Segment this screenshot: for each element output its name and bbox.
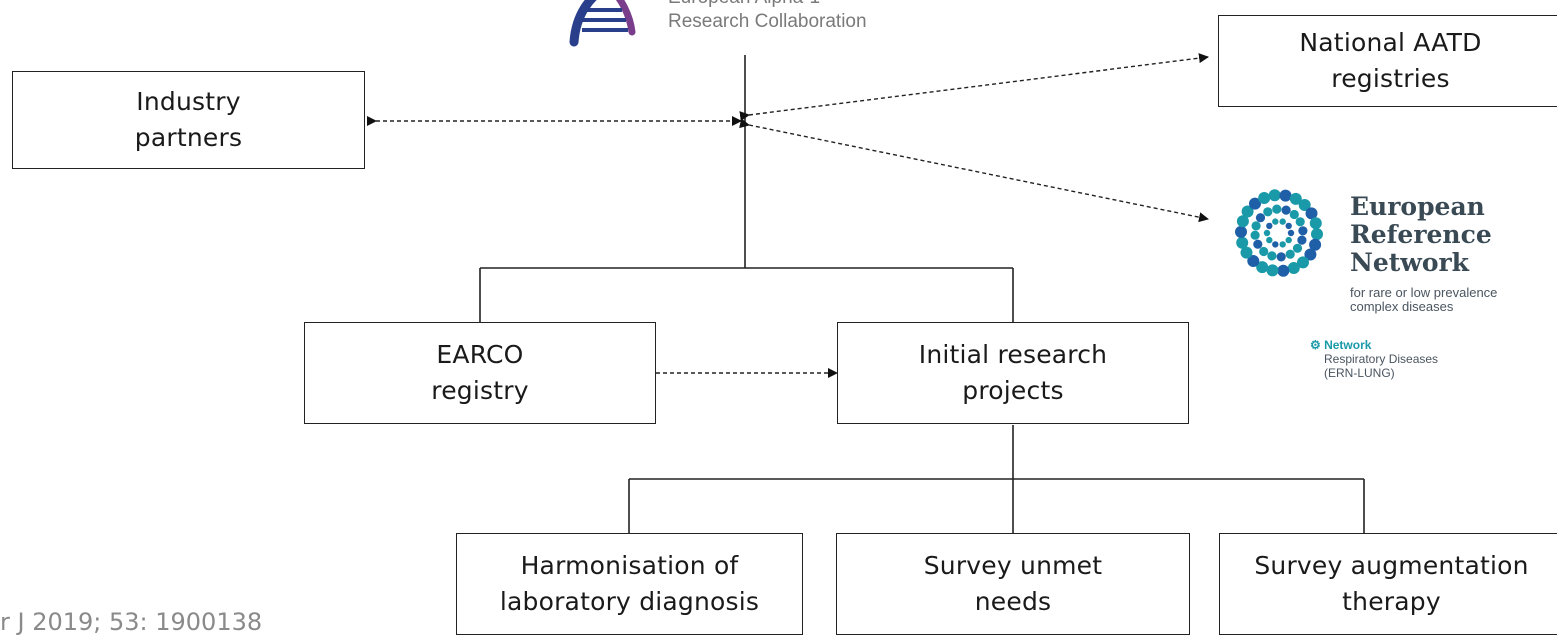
- ern-logo-dot: [1279, 189, 1292, 202]
- ern-logo-dot: [1285, 236, 1292, 244]
- survey-unmet-box: Survey unmet needs: [836, 533, 1190, 635]
- ern-network-name: Respiratory Diseases: [1324, 352, 1439, 366]
- ern-logo-dot: [1266, 264, 1279, 277]
- ern-subtitle-line2: complex diseases: [1350, 299, 1454, 314]
- ern-logo-dot: [1250, 230, 1260, 240]
- earco-logo-line1: European Alpha-1: [668, 0, 820, 9]
- ern-network-abbr: (ERN-LUNG): [1324, 366, 1395, 380]
- ern-logo-dot: [1279, 218, 1286, 225]
- ern-logo-dot: [1289, 192, 1302, 205]
- ern-network-label: ⚙ Network Respiratory Diseases (ERN-LUNG…: [1310, 338, 1438, 380]
- ern-logo-dot: [1285, 222, 1292, 230]
- ern-logo-dot: [1287, 262, 1300, 274]
- ern-title-line2: Reference: [1350, 220, 1492, 249]
- survey-augmentation-line1: Survey augmentation: [1254, 551, 1529, 580]
- ern-logo-dot: [1298, 226, 1308, 236]
- ern-logo-dot: [1272, 218, 1279, 225]
- earco-logo-icon: [569, 0, 636, 47]
- ern-logo-dot: [1251, 221, 1261, 231]
- industry-partners-line2: partners: [134, 123, 243, 152]
- ern-network-word: Network: [1324, 338, 1372, 352]
- initial-research-line1: Initial research: [918, 340, 1108, 369]
- ern-logo-dot: [1297, 256, 1309, 269]
- ern-logo-dot: [1298, 199, 1311, 211]
- ern-logo-dot: [1279, 241, 1286, 248]
- ern-logo-dot: [1289, 209, 1299, 220]
- harmonisation-box: Harmonisation of laboratory diagnosis: [456, 533, 803, 635]
- survey-unmet-line1: Survey unmet: [923, 551, 1103, 580]
- ern-logo-dot: [1247, 255, 1260, 267]
- survey-unmet-line2: needs: [974, 587, 1052, 616]
- initial-research-line2: projects: [962, 376, 1064, 405]
- industry-partners-line1: Industry: [136, 87, 241, 116]
- ern-logo-dot: [1236, 215, 1249, 228]
- ern-logo-dot: [1241, 205, 1254, 218]
- earco-registry-box: EARCO registry: [304, 322, 656, 424]
- ern-logo-dot: [1259, 246, 1269, 257]
- ern-logo-dot: [1295, 217, 1305, 227]
- ern-logo-dot: [1311, 228, 1323, 241]
- ern-logo-dot: [1297, 235, 1307, 245]
- ern-network-icon: ⚙: [1310, 338, 1325, 352]
- ern-logo-dot: [1263, 229, 1271, 237]
- ern-logo-dot: [1272, 204, 1282, 214]
- ern-logo-dot: [1309, 238, 1322, 251]
- ern-logo-dot: [1249, 197, 1261, 210]
- ern-logo-dot: [1305, 207, 1318, 220]
- ern-logo-dot: [1272, 241, 1279, 248]
- survey-augmentation-box: Survey augmentation therapy: [1219, 533, 1557, 635]
- ern-subtitle: for rare or low prevalence complex disea…: [1350, 286, 1497, 314]
- ern-logo-dot: [1304, 248, 1317, 261]
- arrow-ern: [739, 118, 1209, 223]
- ern-logo-icon: [1235, 189, 1323, 277]
- ern-logo-dot: [1267, 251, 1277, 261]
- citation: r J 2019; 53: 1900138: [0, 608, 263, 636]
- survey-augmentation-line2: therapy: [1342, 587, 1441, 616]
- ern-logo-dot: [1253, 239, 1263, 249]
- ern-title-line3: Network: [1350, 248, 1469, 277]
- ern-logo-dot: [1236, 236, 1249, 249]
- ern-logo-dot: [1281, 205, 1291, 215]
- ern-logo-dot: [1256, 261, 1269, 274]
- ern-logo-dot: [1235, 225, 1247, 238]
- harmonisation-line2: laboratory diagnosis: [499, 587, 760, 616]
- ern-logo-dot: [1277, 264, 1290, 277]
- ern-logo-dot: [1263, 207, 1273, 217]
- ern-logo-dot: [1258, 192, 1271, 204]
- ern-subtitle-line1: for rare or low prevalence: [1350, 285, 1498, 300]
- earco-registry-line1: EARCO: [436, 340, 524, 369]
- industry-partners-box: Industry partners: [12, 71, 365, 169]
- arrow-national: [739, 53, 1209, 122]
- ern-title: European Reference Network: [1350, 193, 1492, 277]
- harmonisation-line1: Harmonisation of: [520, 551, 739, 580]
- earco-logo-line2: Research Collaboration: [668, 11, 867, 32]
- ern-logo-dot: [1292, 243, 1303, 253]
- ern-title-line1: European: [1350, 192, 1485, 221]
- national-registries-line2: registries: [1331, 64, 1450, 93]
- ern-logo-dot: [1276, 252, 1286, 262]
- ern-logo-dot: [1285, 249, 1295, 259]
- ern-logo-dot: [1287, 229, 1295, 237]
- ern-logo-dot: [1266, 236, 1273, 244]
- ern-logo-dot: [1268, 189, 1281, 202]
- ern-logo-dot: [1266, 222, 1273, 230]
- ern-logo-dot: [1240, 246, 1253, 259]
- initial-research-box: Initial research projects: [837, 322, 1189, 424]
- ern-logo-dot: [1309, 217, 1322, 230]
- national-registries-line1: National AATD: [1299, 28, 1482, 57]
- earco-registry-line2: registry: [431, 376, 529, 405]
- ern-logo-dot: [1255, 213, 1266, 223]
- national-registries-box: National AATD registries: [1218, 15, 1557, 107]
